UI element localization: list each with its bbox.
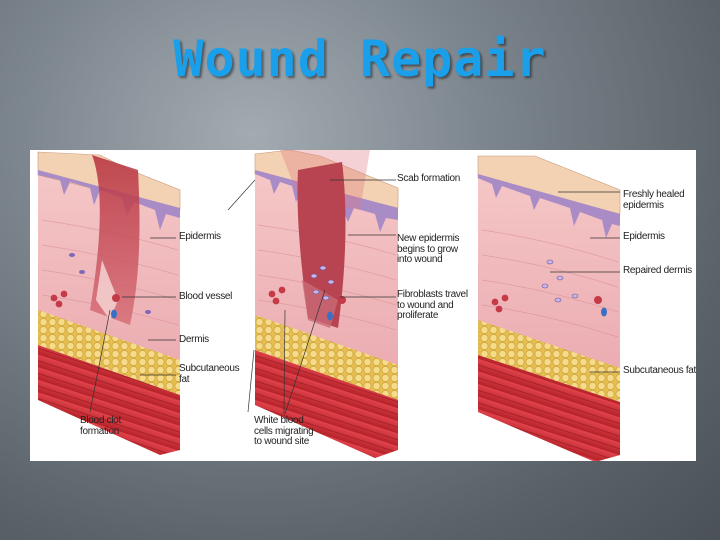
label-subcutaneous-fat-healed: Subcutaneous fat <box>623 365 697 376</box>
label-freshly-healed-epidermis: Freshly healed epidermis <box>623 189 685 211</box>
muscle-layer <box>478 355 620 461</box>
muscle-layer <box>38 345 180 455</box>
label-epidermis-healed: Epidermis <box>623 231 665 242</box>
epidermis-layer <box>255 170 398 232</box>
label-new-epidermis: New epidermis begins to grow into wound <box>397 233 460 265</box>
label-subcutaneous-fat: Subcutaneous fat <box>179 363 240 385</box>
wound-stage-2-block <box>254 150 399 458</box>
label-fibroblasts: Fibroblasts travel to wound and prolifer… <box>397 289 468 321</box>
label-blood-vessel: Blood vessel <box>179 291 233 302</box>
muscle-layer <box>255 350 398 458</box>
fat-layer <box>478 320 620 402</box>
label-white-blood-cells: White blood cells migrating to wound sit… <box>254 415 314 447</box>
leader-lines <box>89 179 620 415</box>
wound-stage-1-block <box>37 151 181 455</box>
label-blood-clot-formation: Blood clot formation <box>80 415 121 437</box>
epidermis-layer <box>38 170 180 230</box>
blood-clot <box>96 260 118 320</box>
label-epidermis: Epidermis <box>179 231 221 242</box>
illustration-canvas <box>37 150 621 461</box>
fat-layer <box>38 310 180 395</box>
epidermis-layer <box>478 174 620 238</box>
slide-title: Wound Repair <box>173 30 547 88</box>
label-repaired-dermis: Repaired dermis <box>623 265 692 276</box>
wound-repair-illustration: Epidermis Blood vessel Dermis Subcutaneo… <box>30 150 696 461</box>
label-scab-formation: Scab formation <box>397 173 461 184</box>
fat-layer <box>255 315 398 400</box>
label-dermis: Dermis <box>179 334 209 345</box>
wound-stage-3-block <box>477 155 621 461</box>
